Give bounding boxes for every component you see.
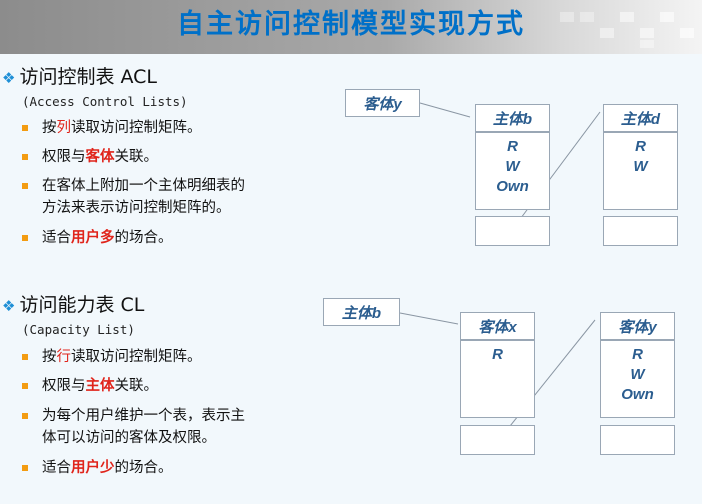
right-own: Own — [621, 386, 654, 403]
acl-section-title: ❖访问控制表 ACL — [0, 62, 157, 89]
acl-title-text: 访问控制表 ACL — [19, 66, 158, 88]
cl-title-text: 访问能力表 CL — [19, 294, 145, 316]
diamond-bullet-icon: ❖ — [2, 69, 16, 87]
cl-object-x-rights: R — [460, 340, 535, 418]
right-w: W — [630, 366, 645, 383]
square-bullet-icon — [22, 383, 28, 389]
acl-subject-d-header: 主体d — [603, 104, 678, 132]
right-r: R — [492, 346, 503, 363]
right-w: W — [633, 158, 648, 175]
cl-object-y-header: 客体y — [600, 312, 675, 340]
right-w: W — [505, 158, 520, 175]
acl-object-y-label: 客体y — [345, 89, 420, 117]
square-bullet-icon — [22, 354, 28, 360]
acl-subject-b-next-pointer — [475, 216, 550, 246]
square-bullet-icon — [22, 183, 28, 189]
acl-subject-b-rights: R W Own — [475, 132, 550, 210]
right-r: R — [635, 138, 646, 155]
header-decoration — [540, 0, 702, 54]
square-bullet-icon — [22, 465, 28, 471]
acl-subtitle: (Access Control Lists) — [22, 94, 188, 109]
cl-object-x-next-pointer — [460, 425, 535, 455]
cl-subject-b-label: 主体b — [323, 298, 400, 326]
slide-header: 自主访问控制模型实现方式 — [0, 0, 702, 54]
acl-bullet-4: 适合用户多的场合。 — [22, 227, 173, 249]
acl-subject-d-next-pointer — [603, 216, 678, 246]
acl-subject-b-header: 主体b — [475, 104, 550, 132]
acl-bullet-3: 在客体上附加一个主体明细表的方法来表示访问控制矩阵的。 — [22, 175, 245, 219]
square-bullet-icon — [22, 125, 28, 131]
right-r: R — [507, 138, 518, 155]
cl-bullet-2: 权限与主体关联。 — [22, 375, 158, 397]
cl-bullet-4: 适合用户少的场合。 — [22, 457, 173, 479]
right-r: R — [632, 346, 643, 363]
cl-subtitle: (Capacity List) — [22, 322, 135, 337]
diamond-bullet-icon: ❖ — [2, 297, 16, 315]
square-bullet-icon — [22, 154, 28, 160]
cl-section-title: ❖访问能力表 CL — [0, 290, 144, 317]
square-bullet-icon — [22, 235, 28, 241]
cl-object-x-header: 客体x — [460, 312, 535, 340]
cl-bullet-1: 按行读取访问控制矩阵。 — [22, 346, 202, 368]
cl-bullet-3: 为每个用户维护一个表，表示主体可以访问的客体及权限。 — [22, 405, 245, 449]
right-own: Own — [496, 178, 529, 195]
acl-bullet-1: 按列读取访问控制矩阵。 — [22, 117, 202, 139]
square-bullet-icon — [22, 413, 28, 419]
page-title: 自主访问控制模型实现方式 — [177, 9, 525, 40]
cl-object-y-next-pointer — [600, 425, 675, 455]
acl-subject-d-rights: R W — [603, 132, 678, 210]
cl-object-y-rights: R W Own — [600, 340, 675, 418]
acl-bullet-2: 权限与客体关联。 — [22, 146, 158, 168]
